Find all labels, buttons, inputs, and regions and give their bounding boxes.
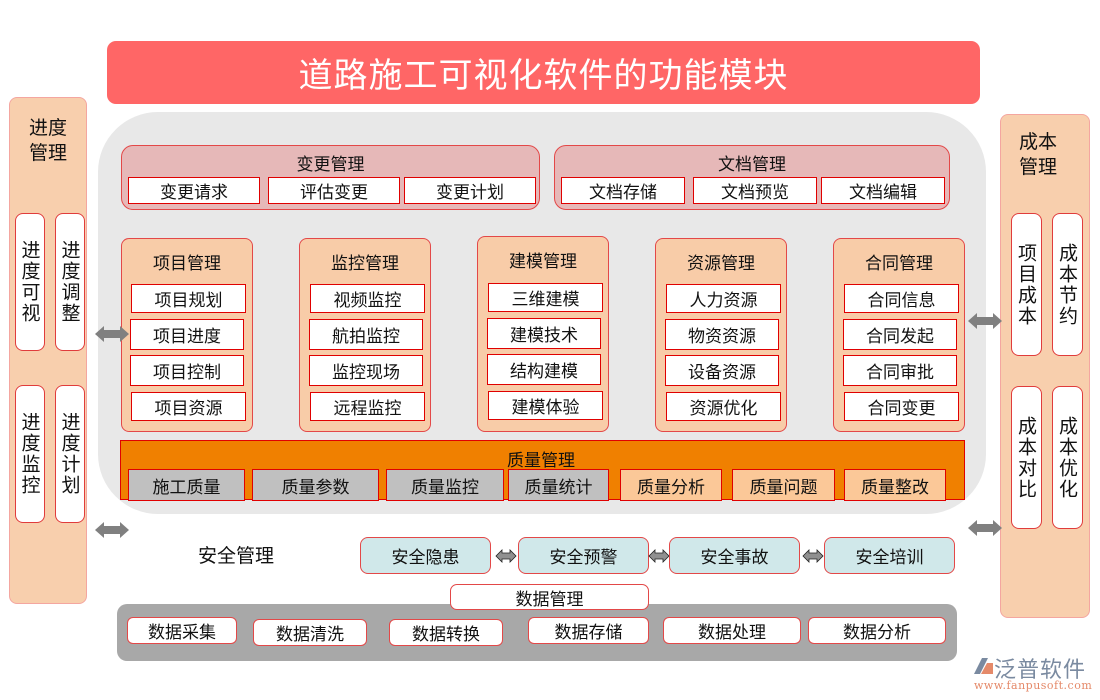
module-title: 合同管理 bbox=[865, 254, 933, 274]
module-item[interactable]: 合同发起 bbox=[843, 319, 957, 350]
safety-item[interactable]: 安全预警 bbox=[518, 537, 649, 574]
quality-management-group: 质量管理 施工质量 质量参数 质量监控 质量统计 质量分析 质量问题 质量整改 bbox=[120, 440, 965, 501]
module-item[interactable]: 项目进度 bbox=[130, 319, 244, 350]
quality-item[interactable]: 质量问题 bbox=[732, 469, 835, 501]
module-title: 项目管理 bbox=[153, 254, 221, 274]
module-item[interactable]: 建模体验 bbox=[488, 391, 603, 420]
data-item[interactable]: 数据分析 bbox=[808, 617, 946, 644]
schedule-panel: 进度管理 进度可视 进度调整 进度监控 进度计划 bbox=[9, 97, 87, 604]
modeling-management-group: 建模管理 三维建模 建模技术 结构建模 建模体验 bbox=[477, 236, 609, 432]
quality-item[interactable]: 质量参数 bbox=[252, 469, 379, 501]
logo-url: www.fanpusoft.com bbox=[974, 679, 1093, 692]
data-item[interactable]: 数据采集 bbox=[127, 617, 237, 644]
data-item[interactable]: 数据清洗 bbox=[253, 619, 367, 646]
change-item[interactable]: 评估变更 bbox=[268, 177, 400, 204]
safety-item[interactable]: 安全隐患 bbox=[360, 537, 491, 574]
module-item[interactable]: 航拍监控 bbox=[309, 319, 423, 350]
schedule-item-label: 进度可视 bbox=[18, 240, 41, 324]
title-banner: 道路施工可视化软件的功能模块 bbox=[107, 41, 980, 104]
document-item[interactable]: 文档预览 bbox=[693, 177, 817, 204]
resource-management-group: 资源管理 人力资源 物资资源 设备资源 资源优化 bbox=[655, 238, 787, 432]
module-item[interactable]: 合同信息 bbox=[844, 284, 959, 313]
quality-item[interactable]: 质量监控 bbox=[386, 469, 504, 501]
safety-item[interactable]: 安全事故 bbox=[669, 537, 800, 574]
monitoring-management-group: 监控管理 视频监控 航拍监控 监控现场 远程监控 bbox=[299, 238, 431, 432]
cost-item-label: 成本优化 bbox=[1056, 415, 1078, 500]
module-item[interactable]: 结构建模 bbox=[487, 354, 601, 385]
page-title: 道路施工可视化软件的功能模块 bbox=[298, 56, 789, 96]
data-item[interactable]: 数据存储 bbox=[528, 617, 649, 644]
contract-management-group: 合同管理 合同信息 合同发起 合同审批 合同变更 bbox=[833, 238, 965, 432]
quality-item[interactable]: 质量分析 bbox=[620, 469, 722, 501]
double-arrow-icon bbox=[968, 313, 1002, 329]
double-arrow-icon bbox=[648, 549, 670, 563]
module-title: 资源管理 bbox=[687, 254, 755, 274]
module-item[interactable]: 监控现场 bbox=[309, 355, 423, 386]
document-item[interactable]: 文档编辑 bbox=[821, 177, 945, 204]
data-item[interactable]: 数据转换 bbox=[389, 619, 503, 646]
document-item[interactable]: 文档存储 bbox=[561, 177, 685, 204]
data-management-title: 数据管理 bbox=[450, 584, 649, 610]
project-management-group: 项目管理 项目规划 项目进度 项目控制 项目资源 bbox=[121, 238, 253, 432]
module-item[interactable]: 项目控制 bbox=[130, 355, 244, 386]
double-arrow-icon bbox=[802, 549, 824, 563]
module-title: 监控管理 bbox=[331, 254, 399, 274]
double-arrow-icon bbox=[968, 520, 1002, 536]
change-management-group: 变更管理 变更请求 评估变更 变更计划 bbox=[121, 145, 540, 210]
module-item[interactable]: 资源优化 bbox=[666, 392, 781, 421]
module-item[interactable]: 远程监控 bbox=[310, 392, 425, 421]
double-arrow-icon bbox=[95, 326, 129, 342]
cost-item-label: 成本节约 bbox=[1056, 242, 1078, 327]
module-item[interactable]: 设备资源 bbox=[665, 355, 779, 386]
safety-item[interactable]: 安全培训 bbox=[824, 537, 955, 574]
cost-item-label: 成本对比 bbox=[1015, 415, 1037, 500]
schedule-item[interactable]: 进度监控 bbox=[15, 385, 45, 523]
schedule-title: 进度管理 bbox=[28, 117, 67, 164]
cost-item[interactable]: 成本对比 bbox=[1011, 386, 1042, 529]
quality-item[interactable]: 施工质量 bbox=[128, 469, 245, 501]
schedule-item-label: 进度计划 bbox=[58, 412, 81, 496]
schedule-item-label: 进度调整 bbox=[58, 240, 81, 324]
schedule-item[interactable]: 进度计划 bbox=[55, 385, 85, 523]
module-item[interactable]: 三维建模 bbox=[488, 283, 603, 312]
quality-item[interactable]: 质量整改 bbox=[844, 469, 946, 501]
logo-mark-icon bbox=[974, 658, 993, 674]
change-item[interactable]: 变更计划 bbox=[404, 177, 536, 204]
document-management-title: 文档管理 bbox=[718, 155, 786, 175]
module-item[interactable]: 人力资源 bbox=[666, 284, 781, 313]
quality-management-title: 质量管理 bbox=[507, 451, 575, 471]
module-title: 建模管理 bbox=[509, 252, 577, 272]
cost-item-label: 项目成本 bbox=[1015, 242, 1037, 327]
module-item[interactable]: 物资资源 bbox=[665, 319, 779, 350]
double-arrow-icon bbox=[495, 549, 517, 563]
quality-item[interactable]: 质量统计 bbox=[508, 469, 609, 501]
change-management-title: 变更管理 bbox=[296, 155, 365, 175]
double-arrow-icon bbox=[95, 522, 129, 538]
cost-item[interactable]: 成本优化 bbox=[1052, 386, 1083, 529]
cost-item[interactable]: 成本节约 bbox=[1052, 213, 1083, 356]
schedule-item-label: 进度监控 bbox=[18, 412, 41, 496]
module-item[interactable]: 合同变更 bbox=[844, 392, 959, 421]
change-item[interactable]: 变更请求 bbox=[128, 177, 260, 204]
schedule-item[interactable]: 进度可视 bbox=[15, 213, 45, 351]
brand-logo: 泛普软件 www.fanpusoft.com bbox=[972, 652, 1092, 696]
logo-name: 泛普软件 bbox=[994, 658, 1087, 683]
document-management-group: 文档管理 文档存储 文档预览 文档编辑 bbox=[554, 145, 950, 210]
module-item[interactable]: 项目规划 bbox=[131, 284, 246, 313]
cost-title: 成本管理 bbox=[1019, 131, 1058, 178]
module-item[interactable]: 视频监控 bbox=[310, 284, 425, 313]
cost-panel: 成本管理 项目成本 成本节约 成本对比 成本优化 bbox=[1000, 114, 1090, 618]
module-item[interactable]: 建模技术 bbox=[487, 318, 601, 349]
data-item[interactable]: 数据处理 bbox=[663, 617, 801, 644]
module-item[interactable]: 项目资源 bbox=[131, 392, 246, 421]
schedule-item[interactable]: 进度调整 bbox=[55, 213, 85, 351]
cost-item[interactable]: 项目成本 bbox=[1011, 213, 1042, 356]
module-item[interactable]: 合同审批 bbox=[843, 355, 957, 386]
safety-management-title: 安全管理 bbox=[198, 545, 275, 567]
